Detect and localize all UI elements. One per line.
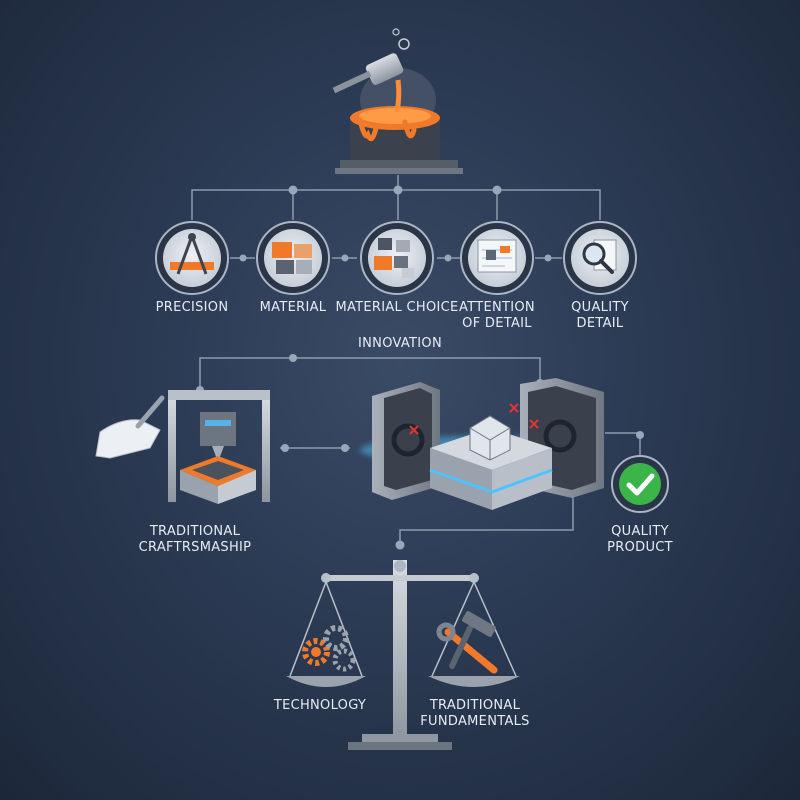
checkmark-icon	[611, 455, 669, 513]
step-icon-material-choice	[360, 221, 434, 295]
innovation-label: INNOVATION	[358, 336, 442, 351]
gears-icon	[302, 625, 356, 672]
step-label-precision: PRECISION	[155, 300, 229, 315]
step-icon-material	[256, 221, 330, 295]
connector-nodes	[196, 185, 644, 550]
step-label-material-choice: MATERIAL CHOICE	[335, 300, 459, 315]
crucible-pouring-icon	[332, 28, 463, 174]
step-icon-precision	[155, 221, 229, 295]
technology-label: TECHNOLOGY	[273, 698, 367, 713]
step-label-material: MATERIAL	[259, 300, 327, 315]
3d-printer-icon	[95, 390, 270, 504]
hammer-wrench-icon	[436, 611, 498, 674]
step-icon-quality-detail	[563, 221, 637, 295]
injection-mold-icon	[360, 378, 604, 510]
step-icon-attention	[460, 221, 534, 295]
balance-scale-icon	[286, 560, 520, 750]
